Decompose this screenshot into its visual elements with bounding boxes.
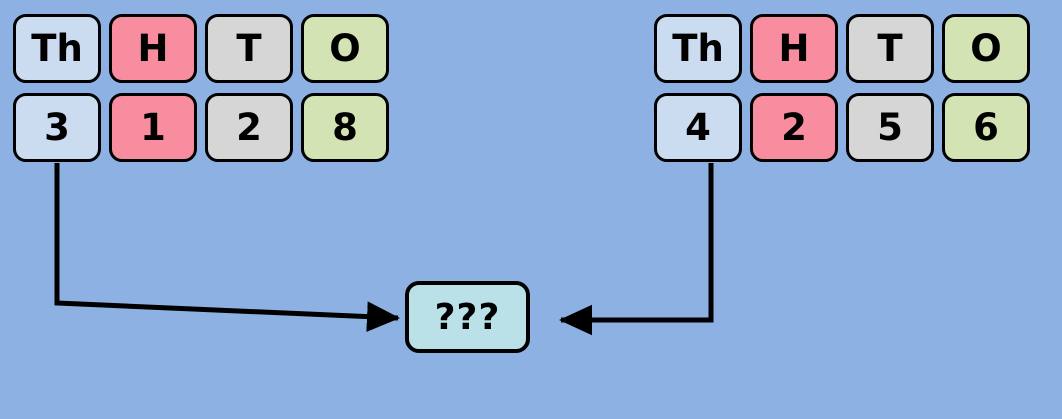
result-label: ???	[434, 296, 501, 338]
digit-cell-tens-left: 2	[205, 93, 293, 162]
place-value-group-left: Th H T O 3 1 2 8	[13, 14, 389, 162]
header-cell-ones-right: O	[942, 14, 1030, 83]
header-cell-ones-left: O	[301, 14, 389, 83]
place-value-digit-row-right: 4 2 5 6	[654, 93, 1030, 162]
result-box[interactable]: ???	[405, 281, 530, 353]
digit-cell-hundreds-right: 2	[750, 93, 838, 162]
digit-cell-thousands-right: 4	[654, 93, 742, 162]
header-cell-tens-right: T	[846, 14, 934, 83]
place-value-digit-row-left: 3 1 2 8	[13, 93, 389, 162]
digit-cell-hundreds-left: 1	[109, 93, 197, 162]
digit-cell-ones-right: 6	[942, 93, 1030, 162]
header-cell-thousands-left: Th	[13, 14, 101, 83]
left-connector-arrow	[54, 163, 400, 332]
header-cell-hundreds-left: H	[109, 14, 197, 83]
digit-cell-tens-right: 5	[846, 93, 934, 162]
header-cell-tens-left: T	[205, 14, 293, 83]
header-cell-hundreds-right: H	[750, 14, 838, 83]
place-value-header-row-right: Th H T O	[654, 14, 1030, 83]
digit-cell-thousands-left: 3	[13, 93, 101, 162]
header-cell-thousands-right: Th	[654, 14, 742, 83]
right-connector-arrow	[558, 163, 714, 336]
place-value-header-row-left: Th H T O	[13, 14, 389, 83]
place-value-group-right: Th H T O 4 2 5 6	[654, 14, 1030, 162]
digit-cell-ones-left: 8	[301, 93, 389, 162]
